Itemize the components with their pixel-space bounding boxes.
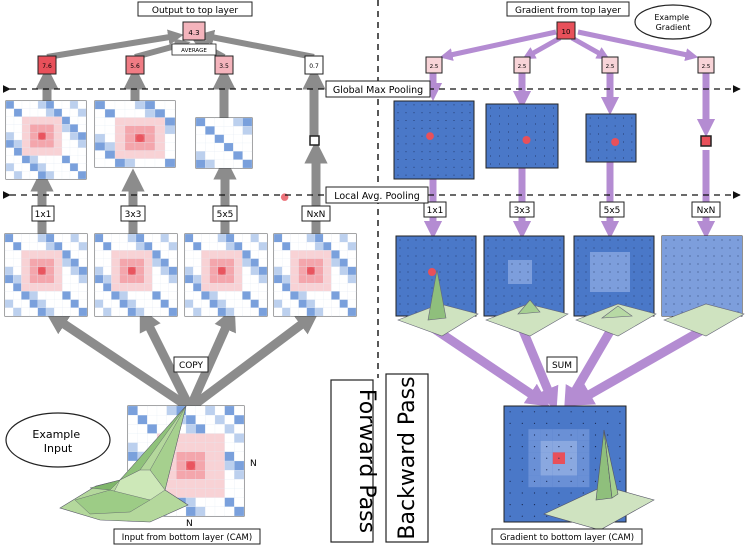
input-mountain [59, 405, 189, 523]
global-pool-arrows [35, 66, 326, 136]
local-avg-pool-label: Local Avg. Pooling [334, 191, 420, 202]
grad-pool-label-box-5x5 [599, 201, 625, 218]
input-n-right: N [250, 459, 257, 469]
grad-box-4 [697, 56, 715, 74]
grad-pool-label-box-nxn [691, 201, 721, 218]
average-label-box [171, 43, 217, 56]
global-max-pool-line: Global Max Pooling [2, 80, 741, 98]
output-box-4 [304, 55, 324, 75]
grad-bottom-label: Gradient to bottom layer (CAM) [500, 533, 634, 543]
gradient-sum-arrows [430, 324, 709, 411]
grad-map-2 [483, 235, 565, 317]
gradient-value: 10 [562, 28, 571, 36]
input-label: Input from bottom layer (CAM) [122, 533, 252, 543]
grad-pool-label-3x3: 3x3 [514, 206, 531, 216]
gradient-unpool-arrows [423, 150, 716, 240]
grad-pooled-1x1 [393, 100, 475, 180]
pool-label-box-3x3 [120, 205, 146, 222]
backward-pass-panel: Gradient from top layer 10 Example Gradi… [385, 1, 745, 545]
grad-value-4: 2.5 [702, 64, 711, 70]
input-label-box [113, 528, 261, 545]
gradient-top-label-box [506, 1, 630, 17]
sum-label-box [546, 356, 578, 373]
grad-pool-label-box-1x1 [423, 201, 447, 218]
grad-map-3 [573, 235, 655, 317]
average-value-box [182, 21, 206, 41]
backward-pass-label: Backward Pass [395, 376, 420, 539]
output-box-3 [214, 55, 234, 75]
grad-value-2: 2.5 [518, 64, 527, 70]
forward-pass-panel: Output to top layer 4.3 AVERAGE 7.6 5.6 … [4, 1, 379, 545]
average-label: AVERAGE [181, 48, 207, 54]
forward-pass-label: Forward Pass [354, 389, 379, 533]
copy-grid-4 [273, 233, 357, 317]
backward-pass-box [385, 373, 429, 543]
output-value-2: 5.6 [130, 63, 140, 70]
local-avg-pool-line: Local Avg. Pooling [2, 186, 741, 204]
grad-pool-label-nxn: NxN [697, 206, 716, 216]
grad-box-3 [601, 56, 619, 74]
pool-label-5x5: 5x5 [217, 210, 234, 220]
gradient-split-arrows [439, 29, 699, 62]
grad-pool-label-box-3x3 [509, 201, 535, 218]
pool-label-3x3: 3x3 [125, 210, 142, 220]
output-value-1: 7.6 [42, 63, 52, 70]
output-label: Output to top layer [152, 6, 239, 16]
example-gradient-label: Example Gradient [654, 13, 691, 32]
copy-label-box [173, 356, 209, 373]
copy-label: COPY [179, 361, 204, 371]
grad-pool-label-1x1: 1x1 [427, 206, 444, 216]
pool-label-nxn: NxN [307, 210, 326, 220]
copy-arrows [45, 307, 320, 412]
grad-pooled-5x5 [585, 113, 637, 163]
grad-pooled-3x3 [485, 103, 559, 169]
sum-label: SUM [552, 361, 572, 371]
example-gradient-ellipse [634, 4, 712, 40]
output-box-2 [125, 55, 145, 75]
grad-output-spike [543, 429, 655, 531]
example-input-ellipse [5, 412, 111, 468]
grad-map-4 [661, 235, 743, 317]
output-value-4: 0.7 [309, 63, 319, 70]
pool-label-box-1x1 [31, 205, 55, 222]
pool-label-box-5x5 [212, 205, 238, 222]
pooled-grid-5x5-cells [195, 117, 289, 201]
pooled-grid-1x1 [5, 100, 87, 180]
grad-value-1: 2.5 [430, 64, 439, 70]
grad-value-3: 2.5 [606, 64, 615, 70]
input-n-bottom: N [186, 519, 193, 529]
gradient-top-label: Gradient from top layer [515, 6, 621, 16]
average-value: 4.3 [188, 29, 199, 37]
copy-grid-3 [184, 233, 268, 317]
example-input-label: Example Input [32, 428, 83, 455]
grad-surfaces [397, 269, 745, 337]
output-box-1 [37, 55, 57, 75]
output-value-3: 3.5 [219, 63, 229, 70]
pool-label-1x1: 1x1 [35, 210, 52, 220]
grad-bottom-label-box [491, 528, 643, 545]
pool-label-box-nxn [301, 205, 331, 222]
pooled-grid-3x3 [94, 100, 176, 168]
forward-pass-box [330, 379, 374, 543]
global-max-pool-label: Global Max Pooling [333, 85, 423, 96]
grad-box-2 [513, 56, 531, 74]
grad-pool-label-5x5: 5x5 [604, 206, 621, 216]
copy-grid-2 [94, 233, 178, 317]
output-label-box [137, 1, 253, 17]
grad-box-1 [425, 56, 443, 74]
pooled-grid-nxn [309, 135, 320, 146]
gradient-value-box [556, 21, 576, 40]
copy-grid-1 [4, 233, 88, 317]
grad-pooled-nxn [700, 135, 712, 147]
